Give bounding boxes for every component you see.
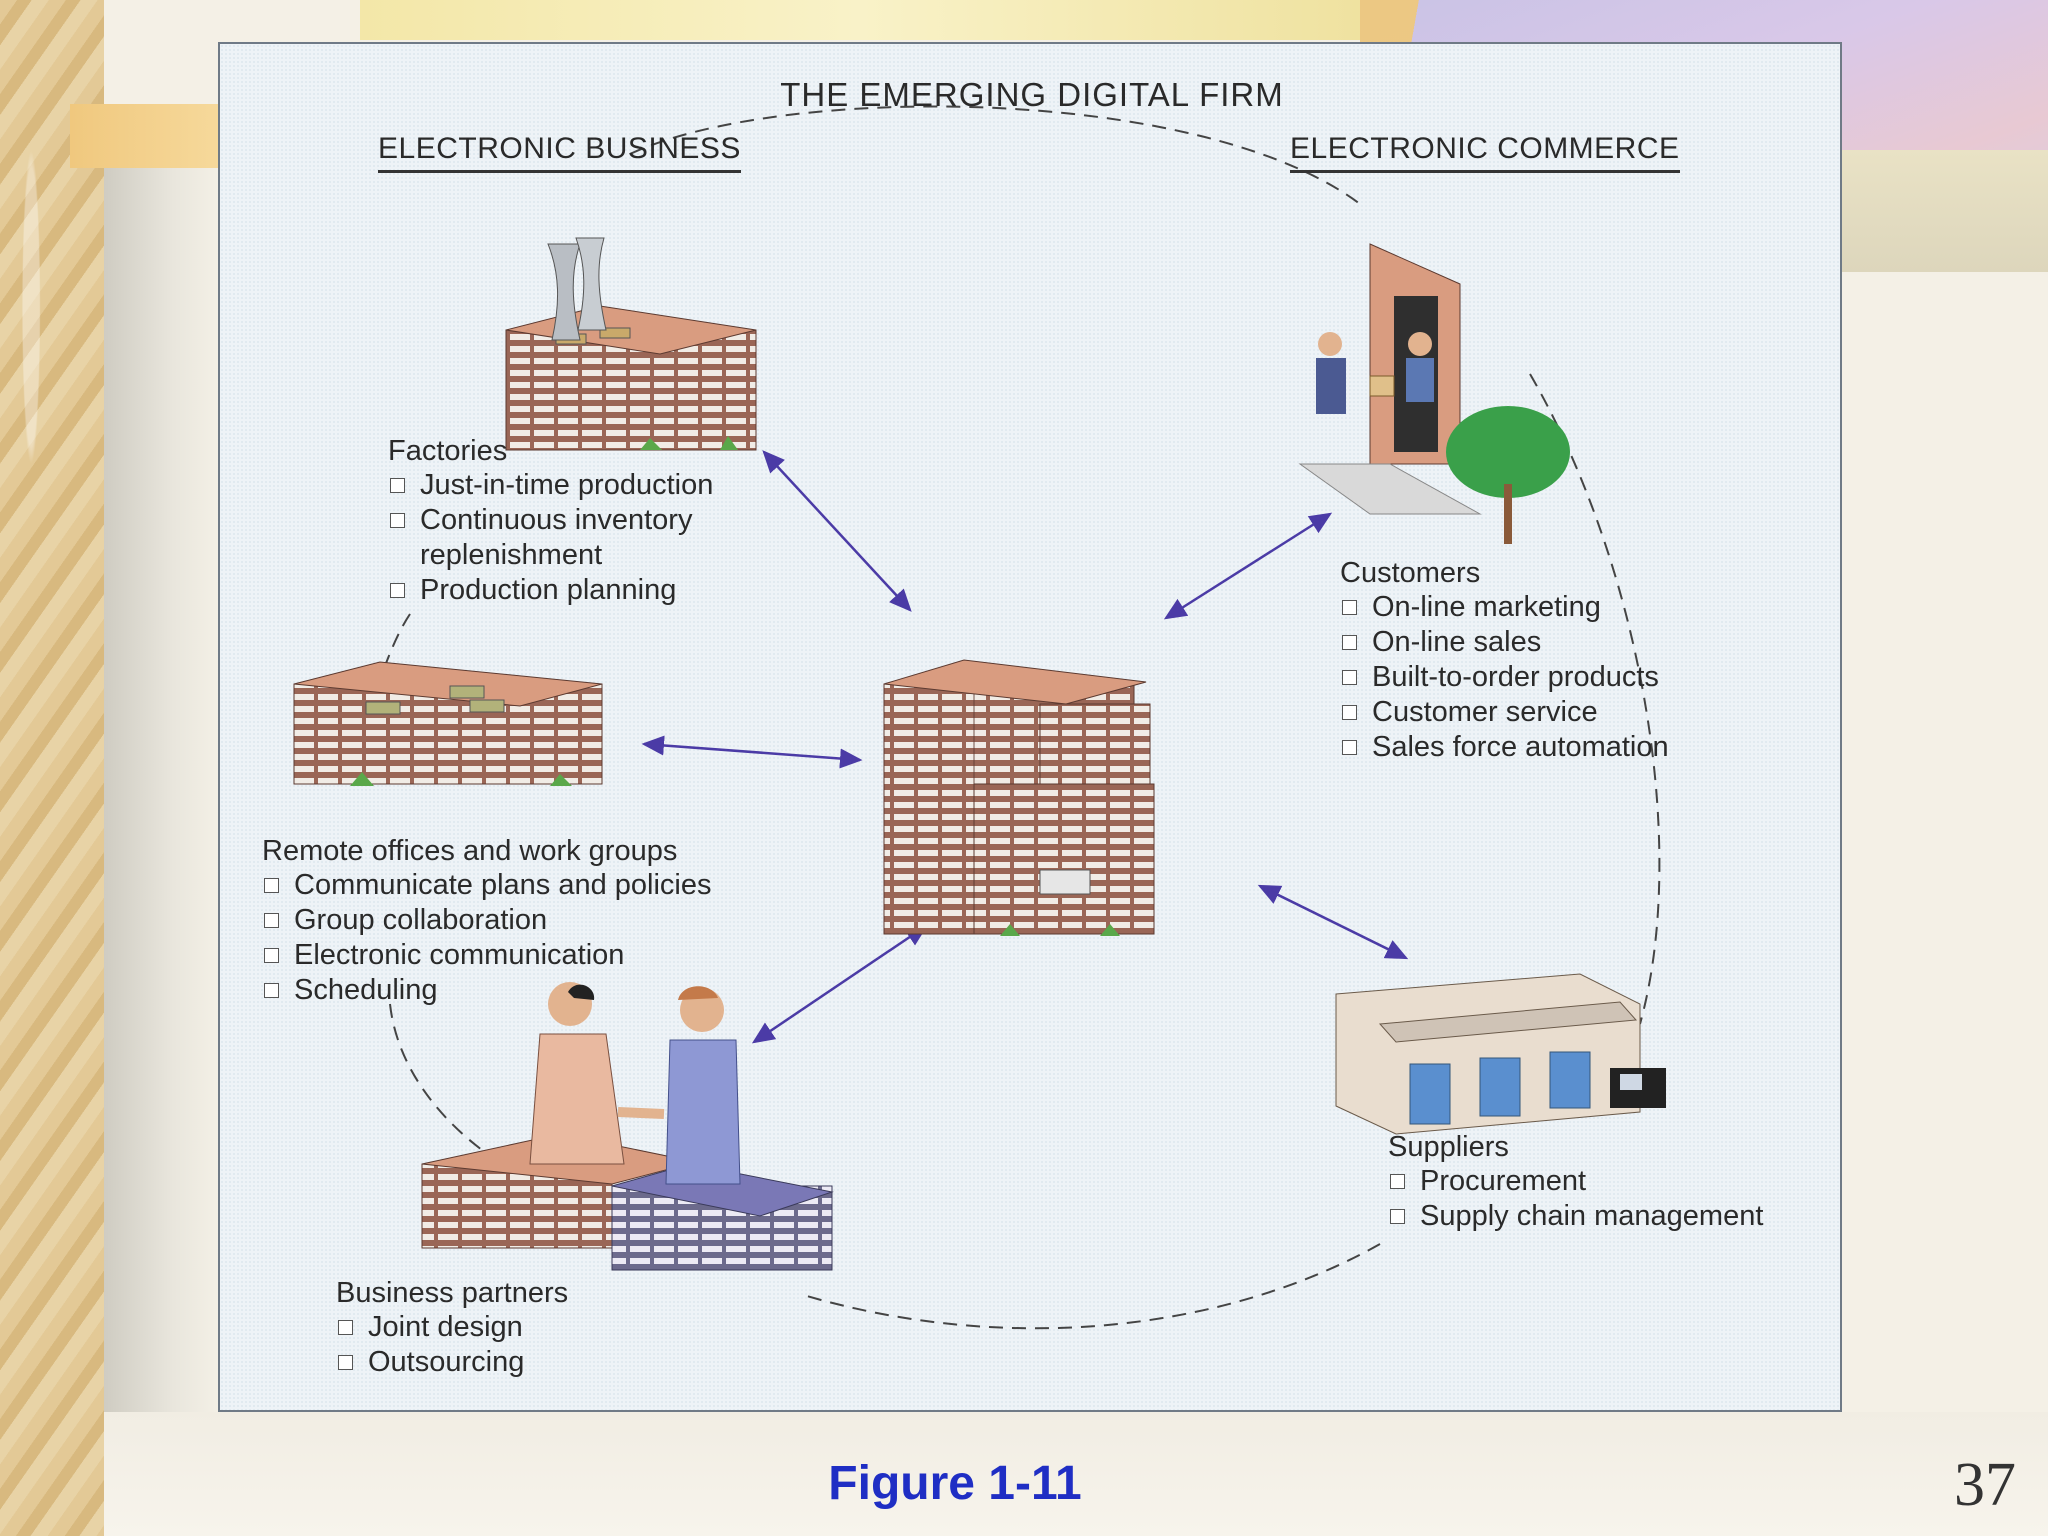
bullet-box [1390,1209,1405,1224]
group-title: Suppliers [1388,1131,1509,1163]
arrow-remote-offices [641,735,863,769]
group-title: Remote offices and work groups [262,835,678,867]
bullet-box [390,478,405,493]
digital-firm-diagram: THE EMERGING DIGITAL FIRM ELECTRONIC BUS… [218,42,1842,1412]
figure-caption: Figure 1-11 [828,1457,1082,1510]
remote-offices-group: Remote offices and work groups Communica… [262,834,712,1008]
bullet-box [1342,705,1357,720]
list-item: Joint design [336,1310,568,1345]
customers-illustration [1298,243,1570,544]
orange-accent-bar [70,104,220,168]
electronic-commerce-heading: ELECTRONIC COMMERCE [1290,132,1680,173]
left-shadow-panel [104,168,220,1536]
list-item: Built-to-order products [1340,660,1669,695]
bullet-box [264,878,279,893]
top-decoration-band [360,0,1360,40]
parchment-border [0,0,104,1536]
customers-group: Customers On-line marketing On-line sale… [1340,556,1669,765]
bullet-box [338,1320,353,1335]
electronic-business-heading: ELECTRONIC BUSINESS [378,132,741,173]
list-item: On-line marketing [1340,590,1669,625]
list-item: Customer service [1340,695,1669,730]
suppliers-illustration [1335,973,1666,1135]
bullet-box [264,948,279,963]
arrow-customers [1163,512,1333,620]
group-title: Factories [388,435,508,467]
bullet-box [338,1355,353,1370]
bullet-box [264,913,279,928]
list-item: Sales force automation [1340,730,1669,765]
list-item: Procurement [1388,1164,1763,1199]
bullet-box [1342,600,1357,615]
bullet-box [264,983,279,998]
list-item: Outsourcing [336,1345,568,1380]
list-item: Group collaboration [262,903,712,938]
business-partners-group: Business partners Joint design Outsourci… [336,1276,568,1380]
arrow-suppliers [1257,884,1409,960]
headquarters-illustration [883,659,1155,936]
factory-illustration [505,237,757,451]
list-item: Electronic communication [262,938,712,973]
list-item: Continuous inventory replenishment [388,503,713,573]
list-item: Supply chain management [1388,1199,1763,1234]
business-partners-illustration [421,982,834,1271]
arrow-factories [762,450,912,612]
factories-group: Factories Just-in-time production Contin… [388,434,713,608]
bottom-band [104,1412,2048,1536]
remote-office-illustration [293,661,603,786]
arrow-partners [751,924,929,1044]
group-title: Business partners [336,1277,569,1309]
list-item: Production planning [388,573,713,608]
slide-number: 37 [1954,1451,2016,1519]
list-item: Communicate plans and policies [262,868,712,903]
suppliers-group: Suppliers Procurement Supply chain manag… [1388,1130,1763,1234]
list-item: Just-in-time production [388,468,713,503]
bullet-box [390,583,405,598]
group-title: Customers [1340,557,1481,589]
bullet-box [1342,635,1357,650]
bullet-box [390,513,405,528]
list-item: Scheduling [262,973,712,1008]
list-item: On-line sales [1340,625,1669,660]
bullet-box [1342,740,1357,755]
network-ring [629,105,1361,205]
diagram-title: THE EMERGING DIGITAL FIRM [780,76,1284,113]
diagram-artwork [293,105,1666,1330]
bullet-box [1342,670,1357,685]
bullet-box [1390,1174,1405,1189]
